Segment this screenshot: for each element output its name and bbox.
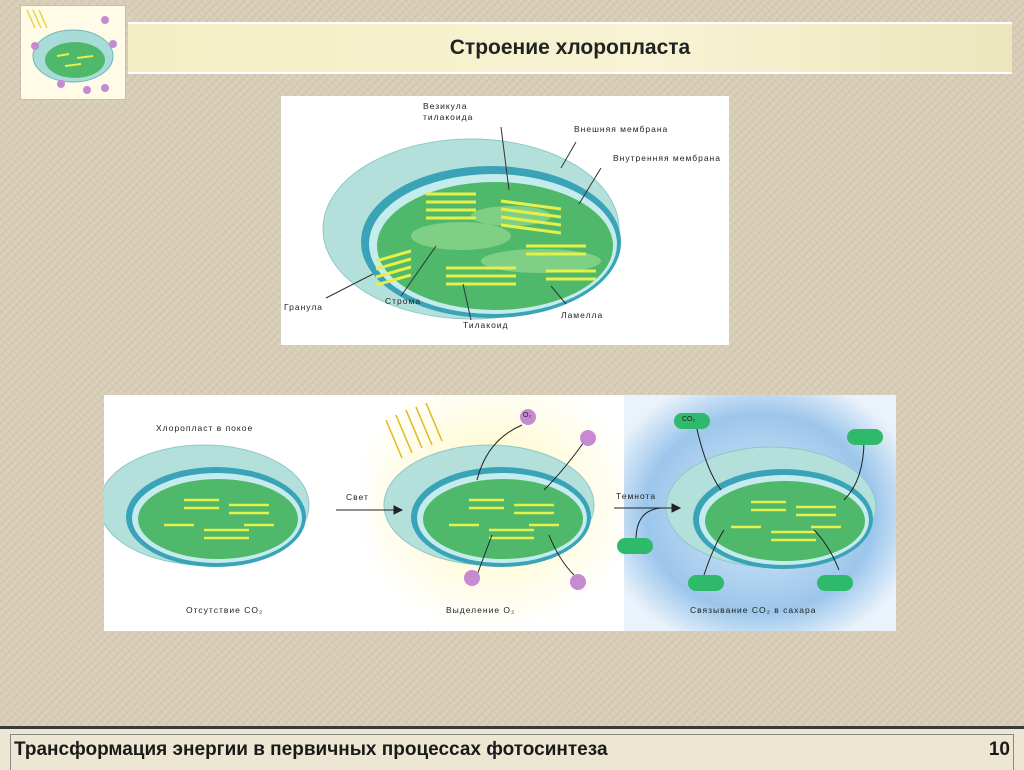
chloroplast-icon — [26, 9, 117, 94]
dark-label: Темнота — [616, 491, 657, 501]
thumbnail-chloroplast-image — [20, 5, 126, 100]
page-number: 10 — [988, 739, 1010, 760]
chloroplast-process-diagram: Хлоропласт в покое Свет Темнота Отсутств… — [104, 395, 896, 631]
caption-no-co2: Отсутствие CO₂ — [186, 605, 264, 615]
caption-o2-release: Выделение O₂ — [446, 605, 516, 615]
footer-frame — [10, 734, 1014, 770]
label-inner-membrane: Внутренняя мембрана — [613, 153, 721, 163]
state1-title: Хлоропласт в покое — [156, 423, 254, 433]
slide-title: Строение хлоропласта — [449, 36, 691, 59]
label-outer-membrane: Внешняя мембрана — [574, 124, 669, 134]
label-stroma: Строма — [385, 296, 422, 306]
slide-footer: Трансформация энергии в первичных процес… — [0, 726, 1024, 770]
label-vesicle-line1: Везикула — [423, 101, 468, 111]
label-granum: Гранула — [284, 302, 324, 312]
o2-label: O₂ — [523, 412, 532, 419]
label-vesicle: Везикула тилакоида — [423, 101, 473, 123]
label-thylakoid: Тилакоид — [463, 320, 509, 330]
co2-label: CO₂ — [682, 416, 696, 423]
chloroplast-structure-image — [322, 126, 621, 321]
title-band: Строение хлоропласта — [128, 22, 1012, 74]
footer-title: Трансформация энергии в первичных процес… — [14, 739, 608, 760]
caption-co2-fixation: Связывание CO₂ в сахара — [690, 605, 817, 615]
o2-molecules — [464, 409, 596, 590]
chloroplast-structure-diagram: Везикула тилакоида Внешняя мембрана Внут… — [281, 96, 729, 345]
chloroplast-process-image — [104, 395, 896, 631]
label-lamella: Ламелла — [561, 310, 604, 320]
light-label: Свет — [346, 492, 369, 502]
label-vesicle-line2: тилакоида — [423, 112, 474, 122]
